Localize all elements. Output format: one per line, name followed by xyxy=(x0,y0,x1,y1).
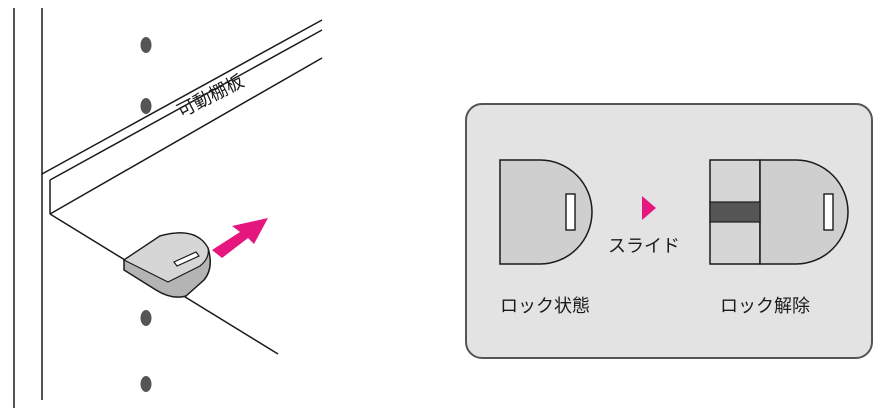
lock-state-icon xyxy=(499,159,593,265)
pin-hole xyxy=(140,310,152,326)
unlock-slot xyxy=(823,193,834,231)
lock-slot xyxy=(565,193,576,231)
shelf-lock-clip xyxy=(122,232,211,298)
unlock-state-icon xyxy=(709,159,849,265)
lock-state-label: ロック状態 xyxy=(500,296,590,317)
unlock-state-label: ロック解除 xyxy=(720,296,810,317)
pin-hole xyxy=(140,376,152,392)
sliding-latch-dark xyxy=(709,201,761,223)
movable-shelf xyxy=(41,19,323,355)
pin-hole xyxy=(140,98,152,114)
slide-direction-arrow xyxy=(212,218,268,258)
slide-label: スライド xyxy=(608,236,680,257)
clip-slot xyxy=(173,251,200,267)
slide-triangle-icon xyxy=(642,196,656,220)
pin-hole xyxy=(140,37,152,53)
